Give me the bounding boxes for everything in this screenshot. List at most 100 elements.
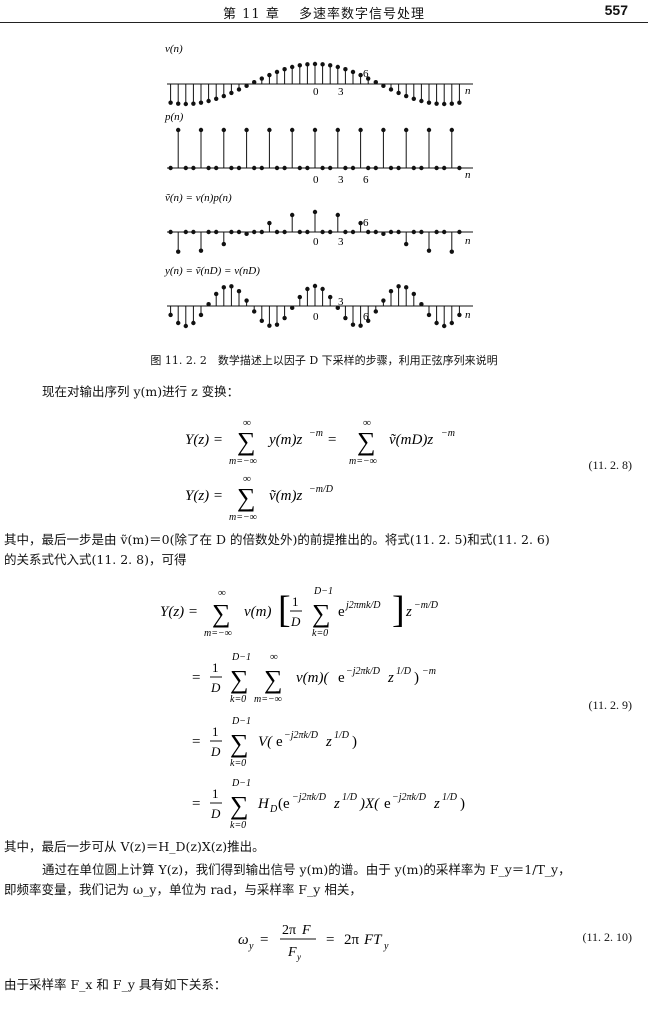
- p2-tick-3: 3: [338, 174, 344, 186]
- svg-text:e: e: [384, 796, 391, 812]
- sample-dot: [274, 322, 280, 327]
- svg-text:2π: 2π: [282, 923, 296, 938]
- svg-text:D: D: [290, 614, 301, 629]
- svg-text:=: =: [192, 734, 200, 750]
- sample-dot: [297, 63, 302, 68]
- sample-dot: [434, 101, 439, 106]
- sample-dot: [388, 87, 394, 92]
- sample-dot: [404, 285, 409, 290]
- figure-11-2-2: v(n) p(n) ṽ(n) = v(n)p(n) y(n) = ṽ(nD) =…: [155, 40, 500, 340]
- sample-dot: [457, 312, 462, 318]
- sample-dot: [373, 79, 378, 85]
- sample-dot: [229, 284, 234, 289]
- svg-text:1: 1: [292, 594, 299, 609]
- sample-dot: [404, 127, 409, 133]
- svg-text:FT: FT: [363, 932, 383, 948]
- sample-dot: [411, 96, 416, 101]
- sample-dot: [191, 101, 196, 106]
- sample-dot: [206, 229, 211, 235]
- sample-dot: [373, 309, 378, 314]
- svg-text:−j2πk/D: −j2πk/D: [292, 792, 327, 803]
- sample-dot: [236, 87, 242, 92]
- sample-dot: [198, 312, 204, 318]
- sample-dot: [282, 229, 287, 235]
- sample-dot: [312, 283, 318, 289]
- sample-dot: [457, 100, 462, 105]
- svg-text:z: z: [405, 604, 412, 620]
- figure-caption: 图 11. 2. 2 数学描述上以因子 D 下采样的步骤，利用正弦序列来说明: [150, 354, 498, 367]
- sample-dot: [373, 165, 378, 171]
- svg-text:∑: ∑: [237, 483, 256, 512]
- sample-dot: [221, 93, 226, 99]
- p4-tick-3: 3: [338, 296, 344, 308]
- sample-dot: [442, 323, 447, 329]
- sample-dot: [221, 285, 226, 290]
- equation-11-2-9-line4: = 1 D D−1 ∑ k=0 H D (e −j2πk/D z 1/D )X(…: [192, 774, 592, 838]
- svg-text:1/D: 1/D: [442, 792, 458, 803]
- paragraph-z-transform-intro: 现在对输出序列 y(m)进行 z 变换：: [42, 384, 240, 399]
- sample-dot: [282, 165, 287, 171]
- sample-dot: [358, 127, 363, 133]
- sample-dot: [214, 165, 219, 171]
- sample-dot: [252, 309, 257, 314]
- sample-dot: [442, 165, 447, 171]
- sample-dot: [259, 165, 264, 171]
- svg-text:j2πmk/D: j2πmk/D: [344, 600, 381, 611]
- svg-text:z: z: [325, 734, 332, 750]
- svg-text:1/D: 1/D: [342, 792, 358, 803]
- sample-dot: [426, 127, 432, 133]
- sample-dot: [411, 291, 416, 297]
- sample-dot: [312, 209, 318, 215]
- sample-dot: [214, 229, 219, 235]
- p2-tick-6: 6: [363, 174, 369, 186]
- svg-text:1: 1: [212, 786, 219, 801]
- sample-dot: [328, 229, 333, 235]
- sample-dot: [168, 100, 173, 105]
- paragraph-line: 其中，最后一步是由 ṽ(m)＝0(除了在 D 的倍数处外)的前提推出的。将式(1…: [4, 532, 550, 547]
- sample-dot: [449, 249, 454, 254]
- sample-dot: [381, 231, 386, 237]
- svg-text:k=0: k=0: [312, 628, 328, 639]
- sample-dot: [320, 165, 325, 171]
- svg-text:H: H: [257, 796, 270, 812]
- svg-text:∑: ∑: [212, 599, 231, 628]
- svg-text:1/D: 1/D: [396, 666, 412, 677]
- sample-dot: [396, 165, 401, 171]
- svg-text:−j2πk/D: −j2πk/D: [392, 792, 427, 803]
- sample-dot: [426, 248, 432, 253]
- eq-11-2-9-l2-svg: = 1 D D−1 ∑ k=0 ∞ ∑ m=−∞ v(m)( e −j2πk/D…: [192, 651, 436, 705]
- sample-dot: [236, 229, 242, 235]
- sample-dot: [335, 64, 340, 70]
- sample-dot: [267, 72, 272, 78]
- sample-dot: [396, 229, 401, 235]
- paragraph-final-step-note: 其中，最后一步可从 V(z)＝H_D(z)X(z)推出。: [4, 839, 265, 854]
- panel-label-vn: v(n): [165, 43, 183, 55]
- sample-dot: [419, 301, 424, 307]
- svg-text:=: =: [327, 432, 337, 448]
- sample-dot: [282, 315, 287, 321]
- sample-dot: [305, 165, 310, 171]
- svg-text:−m: −m: [422, 666, 436, 677]
- p4-tick-6: 6: [363, 311, 369, 323]
- sample-dot: [343, 67, 348, 72]
- equation-11-2-9-line3: = 1 D D−1 ∑ k=0 V( e −j2πk/D z 1/D ): [192, 712, 572, 776]
- sample-dot: [206, 165, 211, 171]
- svg-text:D−1: D−1: [231, 652, 251, 663]
- svg-text:−j2πk/D: −j2πk/D: [284, 730, 319, 741]
- p1-tick-0: 0: [313, 86, 319, 98]
- svg-text:D−1: D−1: [231, 716, 251, 727]
- sample-dot: [328, 63, 333, 68]
- sample-dot: [388, 165, 394, 171]
- svg-text:=: =: [260, 932, 268, 948]
- sample-dot: [426, 100, 432, 105]
- svg-text:Y(z) =: Y(z) =: [185, 488, 223, 504]
- sample-dot: [457, 165, 462, 171]
- sample-dot: [396, 90, 401, 96]
- p3-axis-n: n: [465, 235, 471, 247]
- svg-text:k=0: k=0: [230, 820, 246, 831]
- svg-text:): ): [352, 734, 357, 750]
- equation-number-11-2-9: (11. 2. 9): [588, 698, 632, 712]
- sample-dot: [198, 100, 204, 105]
- sample-dot: [381, 83, 386, 89]
- sample-dot: [350, 229, 356, 235]
